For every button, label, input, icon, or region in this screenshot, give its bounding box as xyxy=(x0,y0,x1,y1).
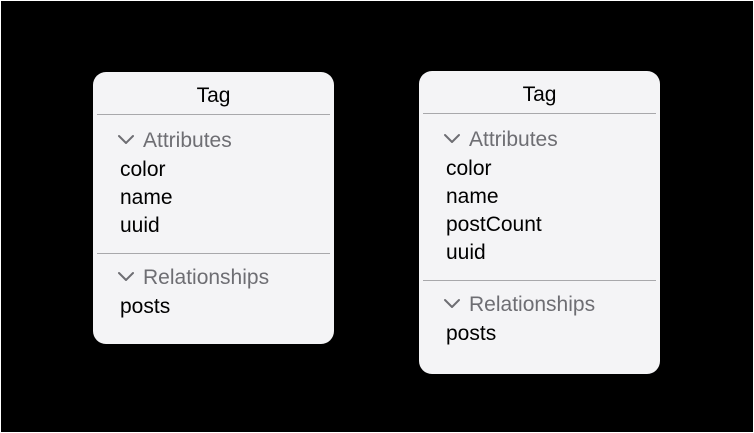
attribute-item[interactable]: name xyxy=(446,185,499,208)
entity-card[interactable]: Tag Attributes color name postCount uuid… xyxy=(419,71,660,374)
attribute-item[interactable]: color xyxy=(446,157,492,180)
relationships-label: Relationships xyxy=(469,293,596,316)
attribute-item[interactable]: postCount xyxy=(446,213,542,236)
chevron-down-icon[interactable] xyxy=(443,131,461,145)
section-divider xyxy=(423,280,656,281)
relationships-header[interactable]: Relationships xyxy=(443,290,660,320)
relationship-item[interactable]: posts xyxy=(446,322,497,345)
attribute-item[interactable]: color xyxy=(120,158,166,181)
section-divider xyxy=(97,253,330,254)
attributes-section: Attributes color name postCount uuid xyxy=(419,125,660,267)
entity-title: Tag xyxy=(97,72,330,115)
relationships-label: Relationships xyxy=(143,266,270,289)
attributes-label: Attributes xyxy=(143,129,232,152)
chevron-down-icon[interactable] xyxy=(117,132,135,146)
chevron-down-icon[interactable] xyxy=(443,296,461,310)
relationship-item[interactable]: posts xyxy=(120,295,171,318)
attribute-item[interactable]: name xyxy=(120,186,173,209)
relationships-header[interactable]: Relationships xyxy=(117,263,334,293)
chevron-down-icon[interactable] xyxy=(117,269,135,283)
attribute-item[interactable]: uuid xyxy=(120,214,160,237)
attributes-section: Attributes color name uuid xyxy=(93,126,334,240)
attributes-header[interactable]: Attributes xyxy=(117,126,334,156)
relationships-section: Relationships posts xyxy=(93,263,334,321)
entity-card[interactable]: Tag Attributes color name uuid Relations… xyxy=(93,72,334,344)
attribute-item[interactable]: uuid xyxy=(446,241,486,264)
relationships-section: Relationships posts xyxy=(419,290,660,348)
attributes-label: Attributes xyxy=(469,128,558,151)
entity-title: Tag xyxy=(423,71,656,114)
attributes-header[interactable]: Attributes xyxy=(443,125,660,155)
